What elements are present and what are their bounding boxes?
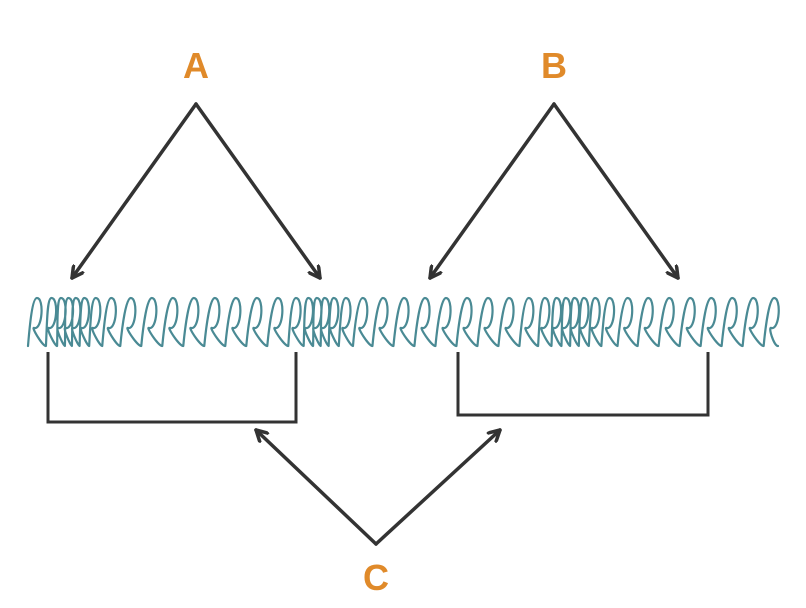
bracket-right [456, 352, 710, 417]
bracket-left [46, 352, 298, 424]
arrow-b-right [552, 102, 680, 280]
arrow-a-right [194, 102, 322, 280]
arrow-b-left [428, 102, 556, 280]
arrow-c-left [254, 428, 378, 546]
label-a: A [183, 45, 209, 86]
label-b: B [541, 45, 567, 86]
arrow-c-right [374, 428, 502, 546]
spring-coil [26, 296, 780, 348]
label-c: C [363, 557, 389, 598]
arrow-a-left [70, 102, 198, 280]
